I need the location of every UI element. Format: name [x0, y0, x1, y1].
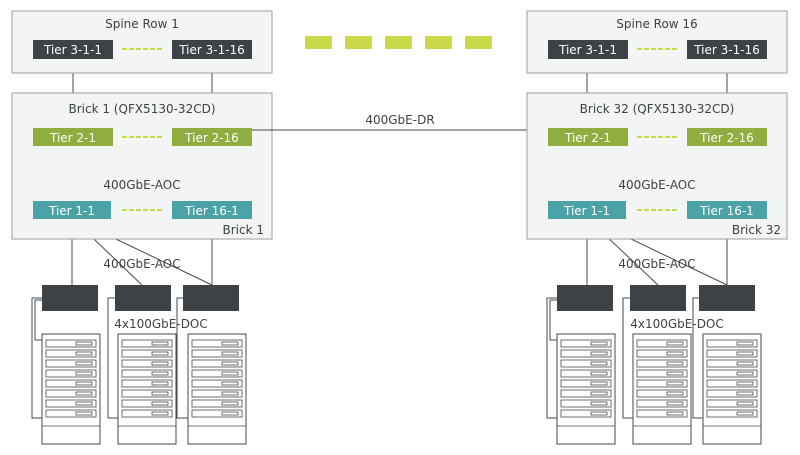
brick-corner-label: Brick 1: [223, 223, 265, 237]
center-area: 400GbE-DR: [252, 36, 547, 131]
spine-switch-label: Tier 3-1-16: [693, 43, 760, 57]
leaf-switch: [115, 285, 171, 311]
tier2-switch-label: Tier 2-16: [699, 131, 754, 145]
spine-switch-label: Tier 3-1-1: [558, 43, 617, 57]
switch-to-server-line: [622, 297, 633, 419]
server-rack: [702, 333, 762, 445]
brick-title: Brick 32 (QFX5130-32CD): [580, 102, 735, 116]
more-spine-rows-dash: [385, 36, 412, 49]
tier2-switch-label: Tier 2-1: [49, 131, 96, 145]
switch-to-server-line: [692, 297, 703, 419]
more-spine-rows-dash: [425, 36, 452, 49]
leaf-switch: [699, 285, 755, 311]
brick-title: Brick 1 (QFX5130-32CD): [69, 102, 216, 116]
tier1-switch-label: Tier 16-1: [699, 204, 754, 218]
link-label-dr: 400GbE-DR: [365, 113, 434, 127]
tier2-switch-label: Tier 2-1: [564, 131, 611, 145]
right-cluster: Spine Row 16 Tier 3-1-1 Tier 3-1-16 Bric…: [526, 10, 788, 445]
server-rack: [187, 333, 247, 445]
switch-to-server-line: [176, 297, 188, 419]
server-rack: [117, 333, 177, 445]
spine-switch: [687, 40, 767, 59]
tier2-switch: [548, 128, 628, 146]
tier1-switch: [687, 201, 767, 219]
spine-row-title: Spine Row 1: [105, 17, 179, 31]
tier1-switch: [548, 201, 626, 219]
tier2-switch: [33, 128, 113, 146]
spine-row-title: Spine Row 16: [616, 17, 697, 31]
spine-switch: [172, 40, 252, 59]
spine-switch-label: Tier 3-1-1: [43, 43, 102, 57]
leaf-switch: [557, 285, 613, 311]
switch-to-server-line: [549, 299, 557, 341]
more-spine-rows-dash: [345, 36, 372, 49]
tier1-switch: [172, 201, 252, 219]
server-rack: [41, 333, 101, 445]
server-rack: [632, 333, 692, 445]
tier2-switch-label: Tier 2-16: [184, 131, 239, 145]
link-label-aoc-lower: 400GbE-AOC: [103, 257, 180, 271]
link-label-doc: 4x100GbE-DOC: [630, 317, 724, 331]
leaf-switch: [42, 285, 98, 311]
tier1-switch: [33, 201, 111, 219]
left-cluster: Spine Row 1 Tier 3-1-1 Tier 3-1-16 Brick…: [11, 10, 273, 445]
more-spine-rows-dash: [305, 36, 332, 49]
switch-to-server-line: [546, 297, 557, 419]
brick-corner-label: Brick 32: [732, 223, 781, 237]
tier2-switch: [687, 128, 767, 146]
spine-switch-label: Tier 3-1-16: [178, 43, 245, 57]
switch-to-server-line: [31, 297, 42, 419]
switch-to-server-line: [34, 299, 42, 341]
link-label-aoc: 400GbE-AOC: [103, 178, 180, 192]
leaf-switch: [630, 285, 686, 311]
link-label-aoc-lower: 400GbE-AOC: [618, 257, 695, 271]
tier1-switch-label: Tier 1-1: [563, 204, 610, 218]
server-rack: [556, 333, 616, 445]
switch-to-server-line: [107, 297, 118, 419]
link-label-aoc: 400GbE-AOC: [618, 178, 695, 192]
link-label-doc: 4x100GbE-DOC: [114, 317, 208, 331]
tier1-switch-label: Tier 16-1: [184, 204, 239, 218]
tier2-switch: [172, 128, 252, 146]
tier1-switch-label: Tier 1-1: [48, 204, 95, 218]
more-spine-rows-dash: [465, 36, 492, 49]
spine-switch: [33, 40, 113, 59]
leaf-switch: [183, 285, 239, 311]
spine-switch: [548, 40, 628, 59]
